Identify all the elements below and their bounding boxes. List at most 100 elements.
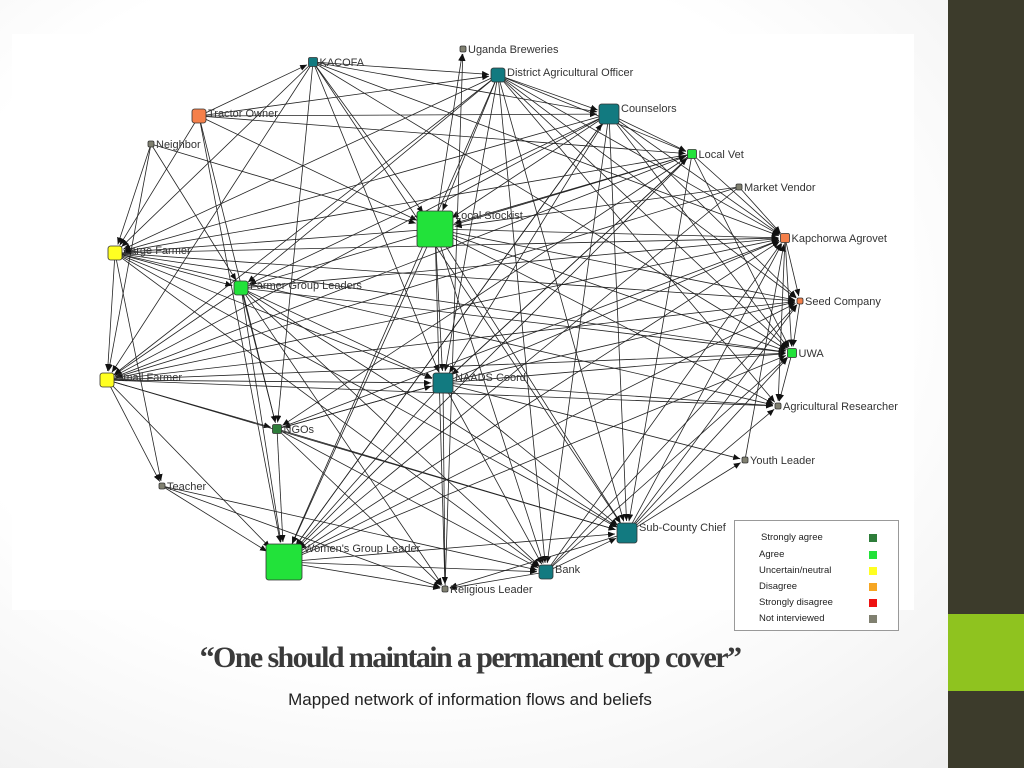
node-market-vendor: Market Vendor (735, 182, 816, 194)
node-uganda-breweries: Uganda Breweries (459, 44, 559, 56)
node-label: Neighbor (156, 139, 201, 151)
edge-naads-coord-to-religious-leader (441, 382, 448, 585)
edge-tractor-owner-to-womens-group-leader (198, 115, 282, 543)
edge-womens-group-leader-to-religious-leader (283, 561, 441, 590)
edge-district-agricultural-officer-to-local-stockist (442, 74, 499, 211)
edge-uwa-to-agricultural-researcher (778, 352, 793, 402)
edge-teacher-to-religious-leader (161, 485, 441, 588)
edge-small-farmer-to-naads-coord (106, 379, 432, 386)
edge-local-stockist-to-religious-leader (434, 228, 448, 585)
edge-neighbor-to-large-farmer (117, 143, 152, 245)
edge-naads-coord-to-seed-company (442, 300, 796, 384)
node-marker (191, 108, 207, 124)
edge-layer (105, 53, 801, 590)
node-marker (741, 456, 749, 464)
edge-district-agricultural-officer-to-sub-county-chief (497, 74, 625, 522)
node-label: Large Farmer (124, 245, 191, 257)
node-ngos: NGOs (272, 424, 315, 436)
node-label: Agricultural Researcher (783, 401, 898, 413)
edge-large-farmer-to-uwa (114, 252, 786, 355)
edge-counselors-to-uwa (608, 113, 789, 349)
node-sub-county-chief: Sub-County Chief (616, 522, 727, 544)
edge-large-farmer-to-seed-company (114, 252, 796, 304)
slide-subtitle: Mapped network of information flows and … (288, 690, 652, 709)
edge-sub-county-chief-to-youth-leader (626, 462, 741, 534)
edge-district-agricultural-officer-to-counselors (497, 74, 598, 111)
legend-label: Agree (759, 549, 785, 560)
edge-bank-to-seed-company (545, 304, 797, 573)
edge-ngos-to-kapchorwa-agrovet (276, 239, 780, 430)
legend-swatch (869, 534, 877, 542)
node-womens-group-leader: Women's Group Leader (265, 543, 421, 581)
node-label: KACOFA (320, 57, 365, 69)
legend: Strongly agree Agree Uncertain/neutral D… (734, 520, 899, 631)
edge-naads-coord-to-agricultural-researcher (442, 382, 774, 409)
edge-ngos-to-bank (276, 428, 539, 569)
edge-youth-leader-to-kapchorwa-agrovet (744, 244, 786, 461)
node-label: NGOs (284, 424, 315, 436)
edge-tractor-owner-to-kacofa (198, 64, 308, 117)
node-counselors: Counselors (598, 103, 677, 125)
edge-large-farmer-to-agricultural-researcher (114, 252, 774, 407)
edge-sub-county-chief-to-seed-company (626, 304, 798, 534)
edge-ngos-to-sub-county-chief (276, 428, 616, 531)
node-label: District Agricultural Officer (507, 67, 634, 79)
edge-naads-coord-to-local-vet (442, 158, 688, 384)
edge-local-stockist-to-seed-company (434, 228, 796, 302)
edge-local-vet-to-kapchorwa-agrovet (691, 153, 781, 234)
node-marker (774, 402, 782, 410)
edge-local-stockist-to-large-farmer (123, 228, 436, 255)
edge-naads-coord-to-youth-leader (442, 382, 741, 460)
node-marker (158, 482, 166, 490)
edge-local-stockist-to-agricultural-researcher (434, 228, 774, 405)
node-marker (796, 297, 804, 305)
edge-bank-to-sub-county-chief (545, 537, 617, 573)
node-marker (265, 543, 303, 581)
edge-bank-to-religious-leader (449, 571, 547, 590)
edge-local-stockist-to-uganda-breweries (434, 53, 465, 230)
legend-swatch (869, 615, 877, 623)
edge-local-stockist-to-womens-group-leader (291, 228, 436, 544)
edge-district-agricultural-officer-to-local-vet (497, 74, 687, 152)
node-marker (780, 233, 790, 243)
edge-counselors-to-seed-company (608, 113, 797, 298)
edge-tractor-owner-to-counselors (198, 111, 598, 118)
node-label: Kapchorwa Agrovet (792, 233, 887, 245)
node-label: Uganda Breweries (468, 44, 559, 56)
node-agricultural-researcher: Agricultural Researcher (774, 401, 898, 413)
edge-counselors-to-bank (545, 113, 610, 564)
edge-large-farmer-to-small-farmer (105, 252, 116, 372)
node-neighbor: Neighbor (147, 139, 201, 151)
node-farmer-group-leaders: Farmer Group Leaders (233, 280, 362, 296)
edge-local-vet-to-womens-group-leader (297, 153, 693, 549)
node-marker (432, 372, 454, 394)
edge-small-farmer-to-teacher (106, 379, 161, 482)
node-marker (147, 140, 155, 148)
node-marker (616, 522, 638, 544)
node-marker (787, 348, 797, 358)
edge-kacofa-to-sub-county-chief (312, 61, 621, 524)
node-label: Local Vet (699, 149, 744, 161)
legend-swatch (869, 583, 877, 591)
edge-district-agricultural-officer-to-seed-company (497, 74, 797, 299)
edge-sub-county-chief-to-religious-leader (449, 532, 628, 589)
node-large-farmer: Large Farmer (107, 245, 191, 261)
node-label: NAADS Coord. (455, 372, 529, 384)
edge-market-vendor-to-womens-group-leader (299, 186, 740, 550)
node-kapchorwa-agrovet: Kapchorwa Agrovet (780, 233, 887, 245)
node-label: UWA (799, 348, 825, 360)
node-local-vet: Local Vet (687, 149, 744, 161)
edge-district-agricultural-officer-to-agricultural-researcher (497, 74, 776, 403)
edge-counselors-to-local-vet (608, 113, 687, 152)
edge-womens-group-leader-to-counselors (283, 123, 603, 563)
node-tractor-owner: Tractor Owner (191, 108, 278, 124)
node-kacofa: KACOFA (308, 57, 365, 69)
edge-farmer-group-leaders-to-naads-coord (240, 287, 433, 379)
diagram-panel (12, 34, 914, 610)
node-marker (308, 57, 318, 67)
edge-market-vendor-to-local-stockist (454, 186, 740, 229)
node-label: Bank (555, 564, 581, 576)
edge-farmer-group-leaders-to-sub-county-chief (240, 287, 618, 527)
node-label: Religious Leader (450, 584, 533, 596)
edge-district-agricultural-officer-to-farmer-group-leaders (247, 74, 499, 283)
